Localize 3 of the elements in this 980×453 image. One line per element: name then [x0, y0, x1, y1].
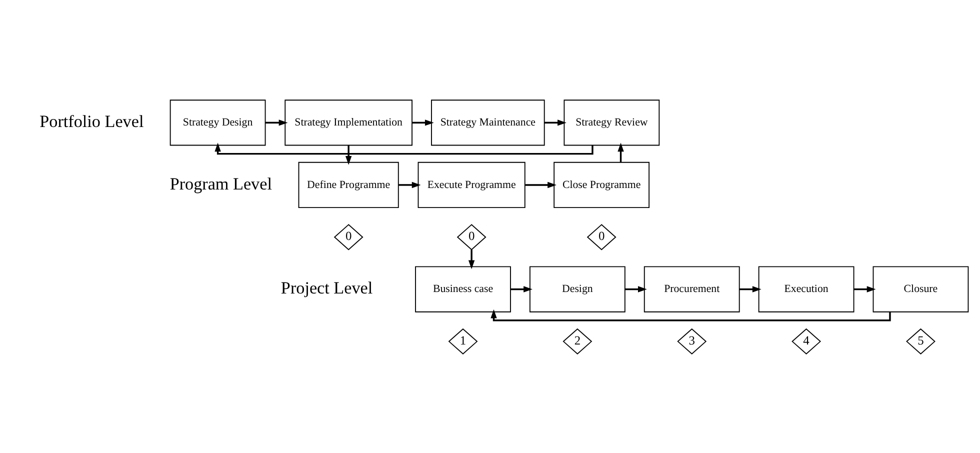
label: Portfolio Level — [39, 112, 144, 131]
label: Project Level — [280, 278, 372, 298]
label: Program Level — [169, 174, 272, 193]
